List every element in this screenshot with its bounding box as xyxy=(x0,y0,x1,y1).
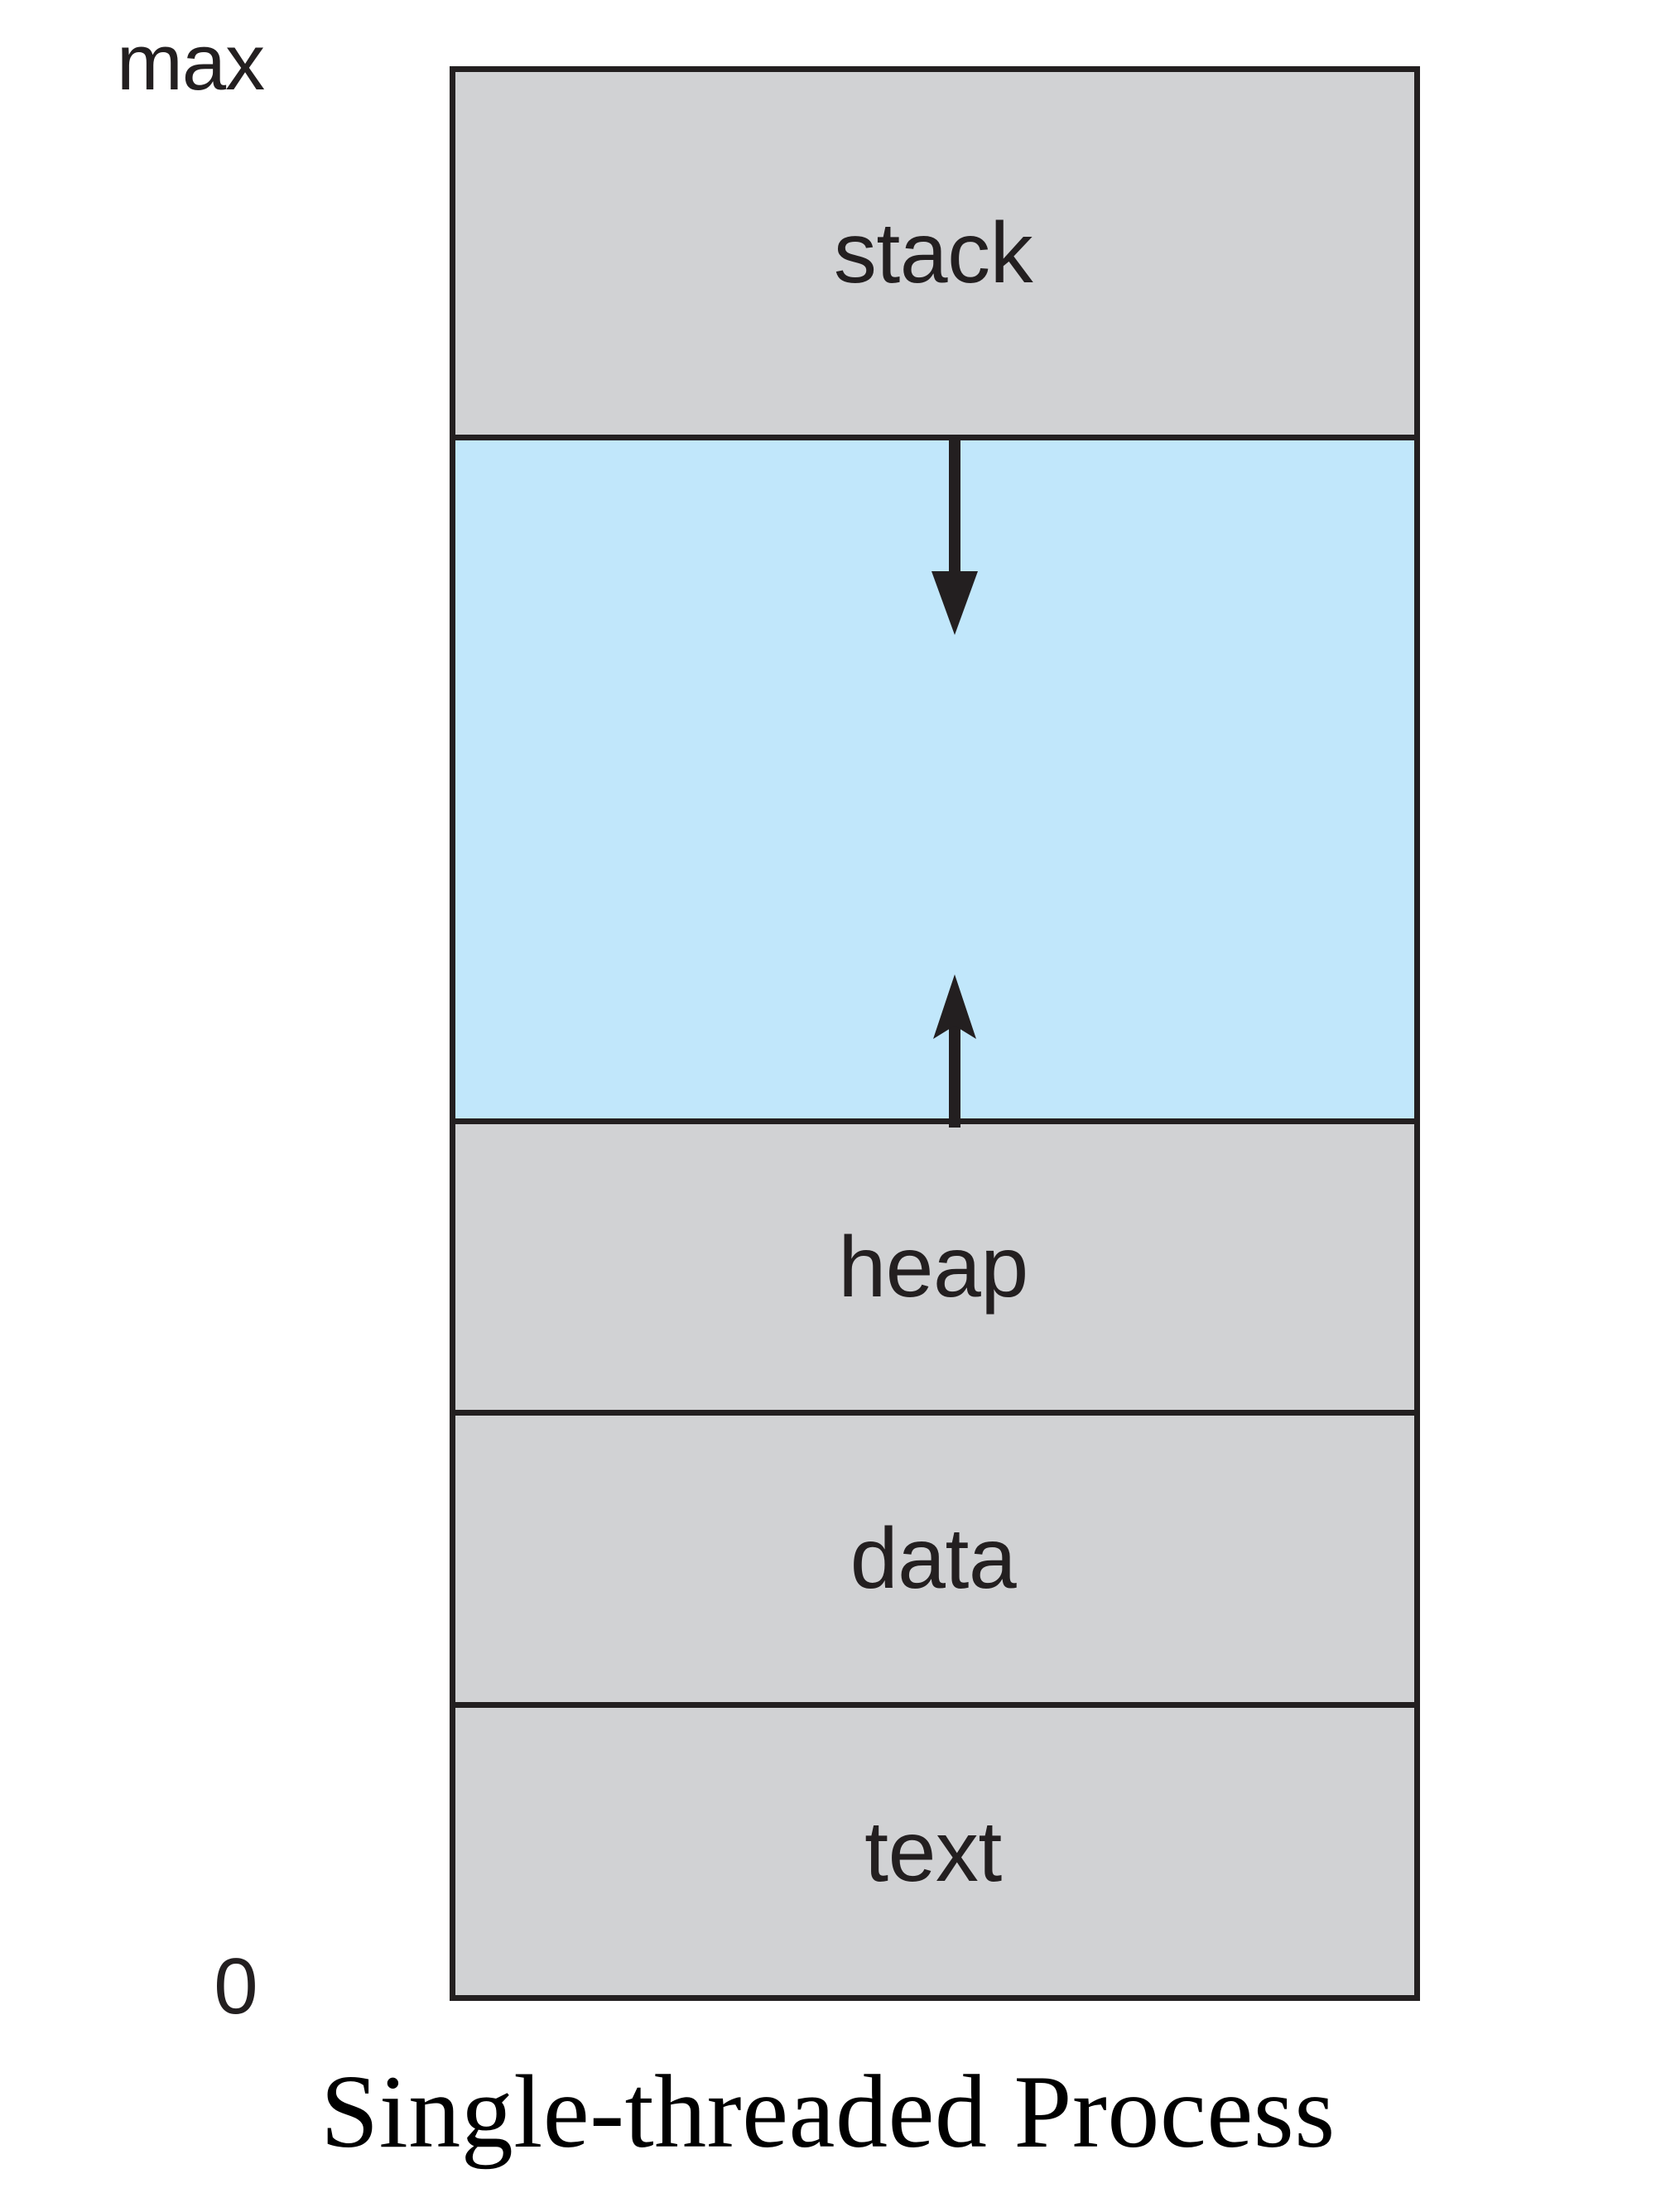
memory-segment-data: data xyxy=(455,1416,1414,1708)
memory-segment-data-label: data xyxy=(850,1511,1017,1607)
max-address-label: max xyxy=(116,18,265,107)
memory-segment-heap: heap xyxy=(455,1124,1414,1416)
memory-segment-stack: stack xyxy=(455,72,1414,440)
memory-segment-text-label: text xyxy=(864,1803,1002,1900)
memory-segment-stack-label: stack xyxy=(833,205,1033,301)
memory-segment-heap-label: heap xyxy=(838,1219,1028,1315)
memory-segment-free xyxy=(455,440,1414,1124)
memory-segment-text: text xyxy=(455,1708,1414,1995)
figure-caption: Single-threaded Process xyxy=(320,2055,1336,2170)
process-memory-box: stack heap data text xyxy=(450,66,1420,2001)
arrow-up-icon xyxy=(930,974,980,1128)
zero-address-label: 0 xyxy=(214,1942,258,2031)
arrow-down-icon xyxy=(930,440,980,635)
